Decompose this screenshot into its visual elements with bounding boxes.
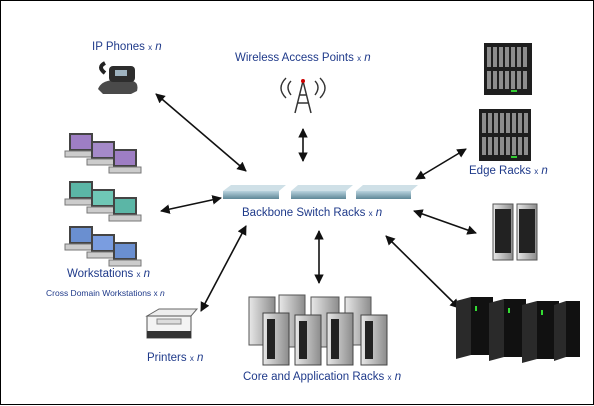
mult-n: n (159, 288, 165, 298)
ip-phone-icon (98, 61, 138, 94)
label-text: Cross Domain Workstations (46, 288, 152, 298)
label-printers: Printers x n (147, 352, 203, 364)
label-ip-phones: IP Phones x n (92, 41, 162, 53)
black-rack-icon (456, 297, 580, 363)
tower-server-icon (492, 203, 538, 261)
mult-n: n (155, 41, 162, 53)
printer-icon (145, 308, 199, 339)
arrow-servers (385, 235, 460, 309)
mult-x: x (153, 289, 158, 298)
mult-n: n (541, 165, 548, 177)
label-text: Printers (147, 352, 187, 364)
mult-n: n (197, 352, 204, 364)
mult-x: x (387, 373, 392, 382)
blade-chassis-icon (479, 109, 531, 161)
arrow-edge-top (415, 148, 467, 180)
label-text: IP Phones (92, 41, 145, 53)
label-cross-domain: Cross Domain Workstations x n (46, 288, 165, 298)
core-app-racks-icon (248, 294, 388, 366)
mult-n: n (394, 371, 402, 383)
label-backbone: Backbone Switch Racks x n (242, 207, 382, 219)
mult-x: x (357, 54, 362, 63)
label-text: Backbone Switch Racks (242, 207, 366, 219)
arrow-workstations (160, 195, 222, 214)
mult-n: n (364, 52, 371, 64)
workstation-group-icon (64, 181, 142, 222)
label-text: Edge Racks (469, 165, 532, 177)
mult-x: x (148, 43, 153, 52)
mult-n: n (375, 207, 383, 219)
label-text: Workstations (67, 268, 134, 280)
label-core-app: Core and Application Racks x n (243, 371, 401, 383)
label-wireless: Wireless Access Points x n (235, 52, 371, 64)
workstation-group-icon (64, 133, 142, 174)
blade-chassis-icon (484, 43, 532, 95)
arrow-ip-phones (155, 93, 247, 172)
mult-x: x (189, 354, 194, 363)
label-edge-racks: Edge Racks x n (469, 165, 548, 177)
label-text: Core and Application Racks (243, 371, 385, 383)
connection-arrows (155, 93, 477, 312)
mult-x: x (136, 270, 141, 279)
workstation-group-icon (64, 226, 142, 267)
arrow-printers (200, 225, 247, 312)
mult-x: x (534, 167, 539, 176)
arrow-edge-mid (413, 209, 477, 235)
backbone-switch-icon (223, 185, 418, 199)
wireless-tower-icon (280, 77, 326, 114)
label-workstations: Workstations x n (67, 268, 150, 280)
mult-n: n (143, 268, 151, 280)
mult-x: x (368, 209, 373, 218)
label-text: Wireless Access Points (235, 52, 354, 64)
